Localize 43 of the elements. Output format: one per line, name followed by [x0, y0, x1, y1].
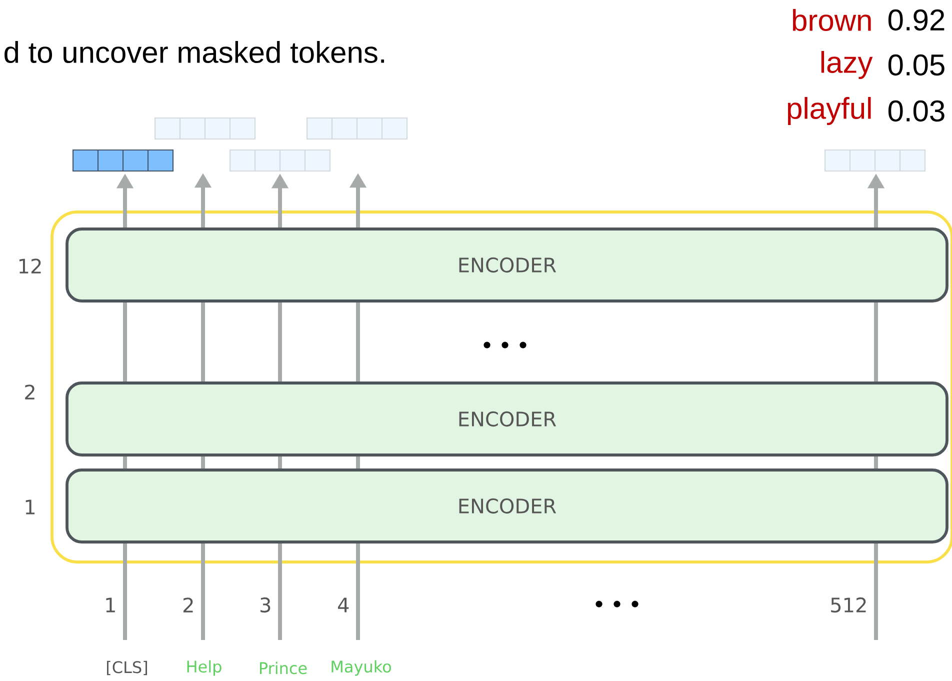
- embedding-vector: [229, 149, 331, 172]
- layer-number: 1: [26, 500, 35, 514]
- probability-value: 0.03: [888, 100, 944, 122]
- position-number: 1: [106, 598, 115, 612]
- embedding-vector: [72, 149, 174, 172]
- token-label: Mayuko: [332, 660, 391, 676]
- connector-line: [201, 456, 205, 469]
- connector-line: [874, 543, 878, 640]
- probability-value: 0.05: [888, 54, 944, 76]
- position-number: 4: [338, 598, 349, 612]
- connector-line: [123, 456, 127, 469]
- token-label: Prince: [260, 662, 307, 674]
- layer-number: 2: [25, 384, 34, 400]
- connector-line: [278, 302, 282, 382]
- connector-line: [201, 543, 205, 640]
- position-number: 512: [831, 597, 866, 613]
- connector-line: [356, 543, 360, 640]
- description-text: d to uncover masked tokens.: [4, 40, 384, 64]
- connector-line: [874, 456, 878, 469]
- embedding-vector: [306, 117, 408, 140]
- connector-line: [201, 302, 205, 382]
- connector-line: [874, 302, 878, 382]
- token-label: [CLS]: [107, 660, 147, 676]
- predicted-word: playful: [788, 97, 871, 125]
- connector-line: [278, 456, 282, 469]
- encoder-box: ENCODER: [66, 382, 948, 456]
- predicted-word: brown: [792, 8, 871, 31]
- connector-line: [356, 456, 360, 469]
- encoder-box: ENCODER: [66, 228, 948, 302]
- layer-frame: [50, 210, 952, 564]
- connector-line: [356, 302, 360, 382]
- position-number: 3: [260, 597, 270, 613]
- predicted-word: lazy: [821, 51, 873, 79]
- embedding-vector: [824, 149, 926, 172]
- connector-line: [278, 543, 282, 640]
- probability-value: 0.92: [888, 9, 944, 31]
- connector-line: [123, 543, 127, 640]
- embedding-vector: [154, 117, 256, 140]
- connector-line: [123, 302, 127, 382]
- token-label: Help: [187, 660, 222, 676]
- layer-number: 12: [19, 258, 41, 274]
- encoder-box: ENCODER: [66, 468, 948, 544]
- position-number: 2: [183, 598, 193, 612]
